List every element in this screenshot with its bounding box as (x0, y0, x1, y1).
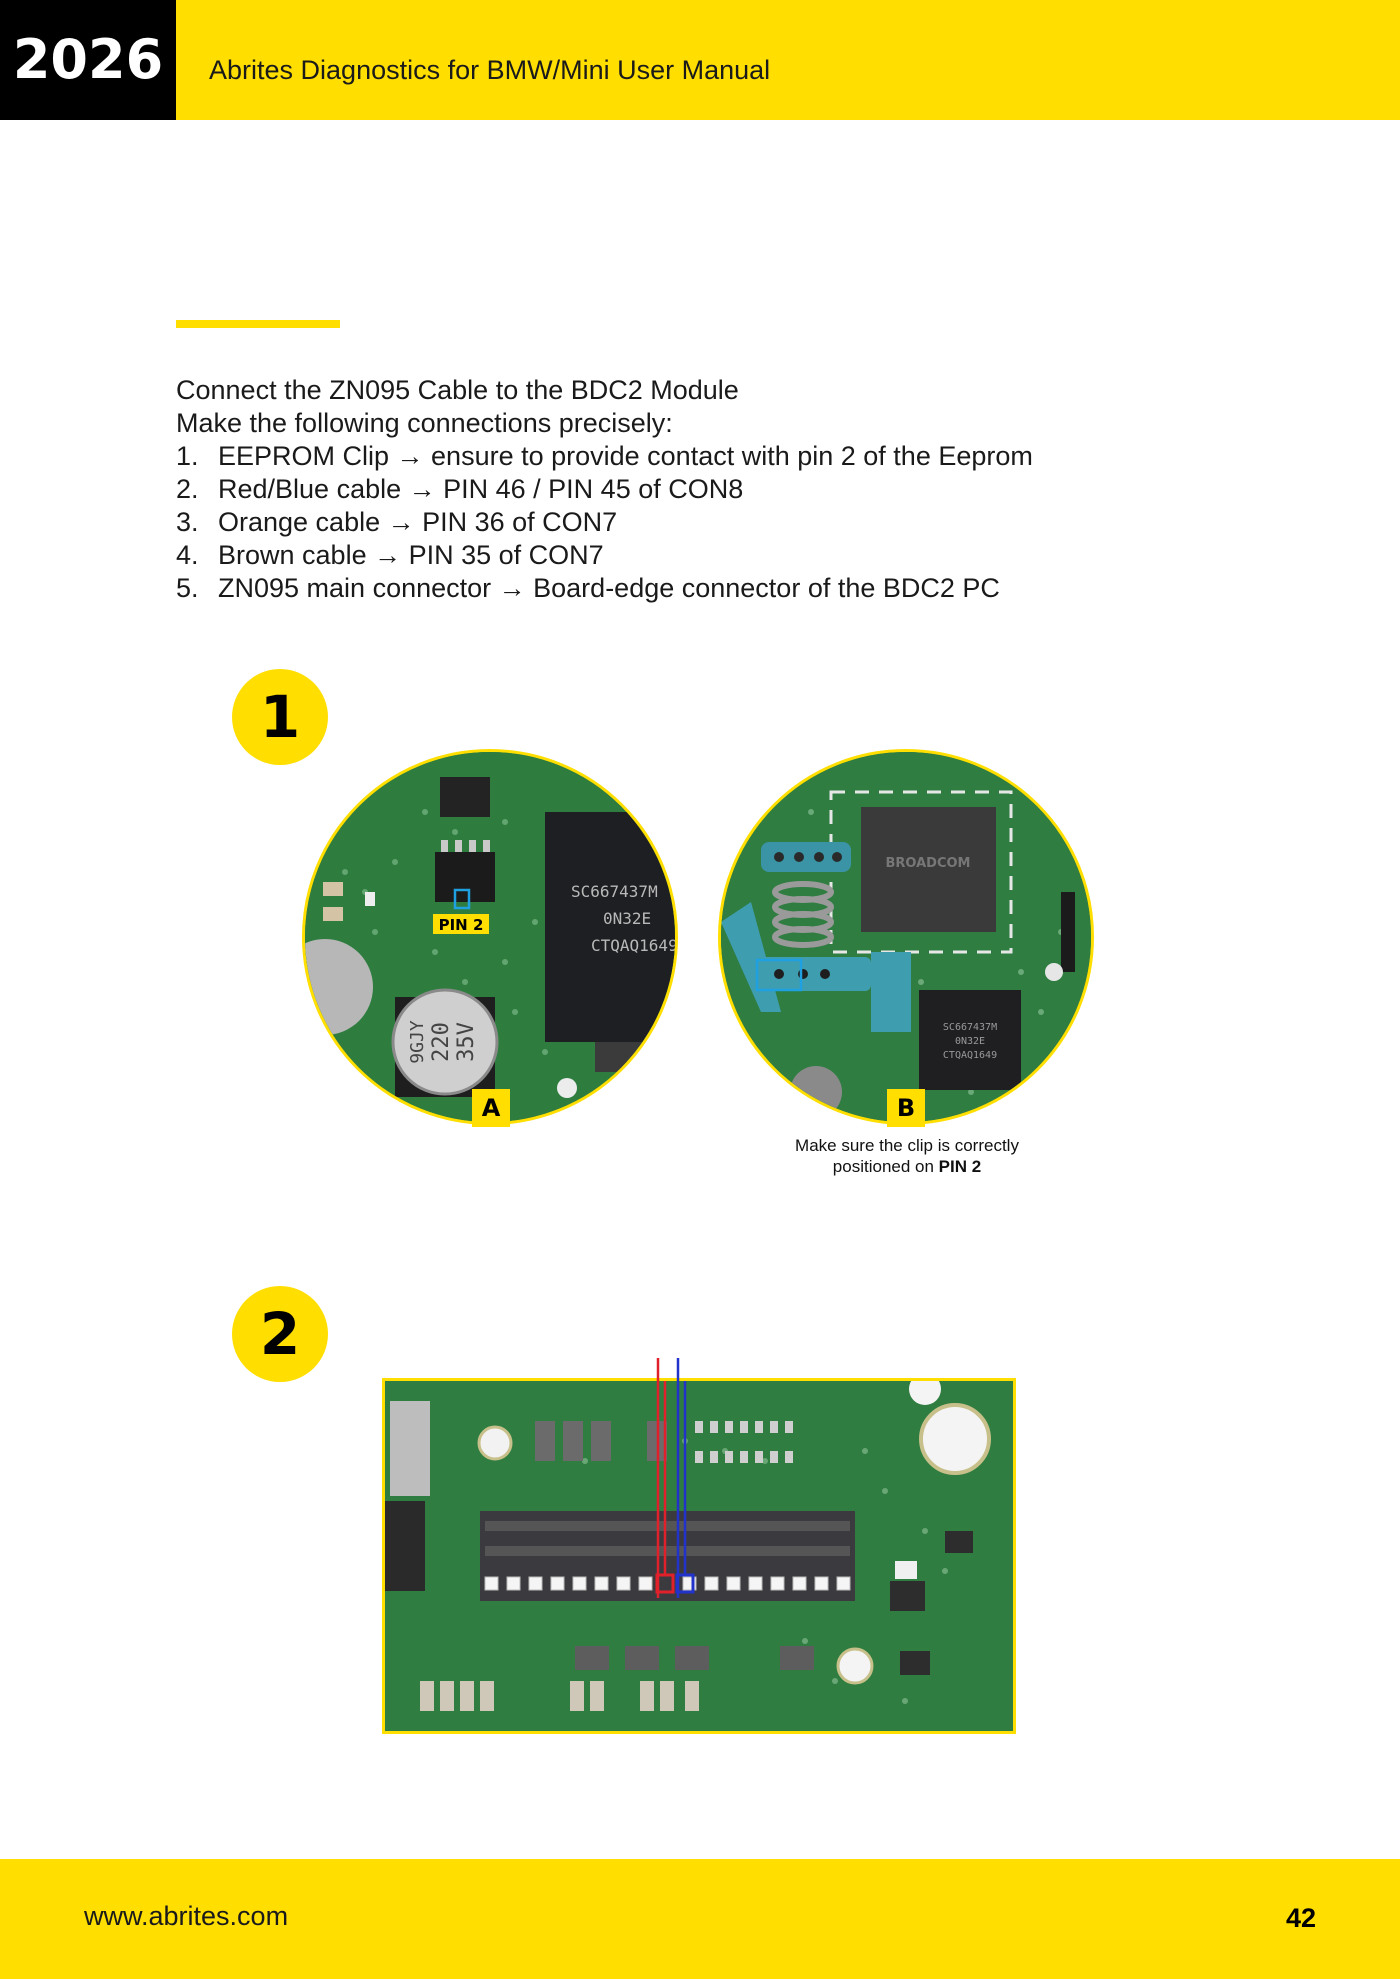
photo-tag-a: A (472, 1089, 510, 1127)
caption-pin2: PIN 2 (938, 1157, 982, 1176)
cap-line1: 9GJY (407, 1020, 428, 1064)
step-item: 4. Brown cable → PIN 35 of CON7 (176, 539, 1276, 572)
instruction-subheading: Make the following connections precisely… (176, 408, 673, 438)
caption-line1: Make sure the clip is correctly (795, 1136, 1019, 1155)
step-item: 1. EEPROM Clip → ensure to provide contac… (176, 440, 1276, 473)
step-badge-2: 2 (232, 1286, 328, 1382)
step-item: 5. ZN095 main connector → Board-edge conn… (176, 572, 1276, 605)
document-title: Abrites Diagnostics for BMW/Mini User Ma… (209, 55, 771, 85)
step-number: 5. (176, 573, 199, 603)
step-text: Red/Blue cable → PIN 46 / PIN 45 of CON8 (218, 474, 744, 504)
photo-a-eeprom-closeup: SC667437M 0N32E CTQAQ1649 PIN 2 9GJY 220… (302, 749, 678, 1125)
step-text: Brown cable → PIN 35 of CON7 (218, 540, 604, 570)
chip-a-line3: CTQAQ1649 (591, 936, 678, 955)
page-header: 2026 Abrites Diagnostics for BMW/Mini Us… (0, 0, 1400, 120)
step-number: 3. (176, 507, 199, 537)
cap-line2: 220 (429, 1022, 454, 1062)
footer-website-link[interactable]: www.abrites.com (84, 1901, 289, 1931)
chip-b-brand: BROADCOM (885, 856, 970, 871)
photo-b-clip-positioned: BROADCOM SC667437M 0N32E CTQAQ1649 (718, 749, 1094, 1125)
caption-line2: positioned on PIN 2 (752, 1156, 1062, 1177)
pin2-label: PIN 2 (439, 916, 484, 934)
step-text: EEPROM Clip → ensure to provide contact … (218, 441, 1033, 471)
chip-b-line1: SC667437M (943, 1022, 997, 1033)
caption-prefix: positioned on (832, 1157, 939, 1176)
red-blue-wire-markers (656, 1358, 680, 1598)
pcb-illustration-a: SC667437M 0N32E CTQAQ1649 PIN 2 9GJY 220… (305, 752, 678, 1122)
pcb-illustration-connector (385, 1381, 1013, 1731)
pcb-illustration-b: BROADCOM SC667437M 0N32E CTQAQ1649 (721, 752, 1091, 1122)
chip-b-line2: 0N32E (955, 1036, 985, 1047)
step-number: 4. (176, 540, 199, 570)
header-year: 2026 (0, 0, 176, 120)
step-number: 2. (176, 474, 199, 504)
instructions: Connect the ZN095 Cable to the BDC2 Modu… (176, 374, 1276, 605)
step-item: 2. Red/Blue cable → PIN 46 / PIN 45 of CO… (176, 473, 1276, 506)
chip-a-line1: SC667437M (571, 882, 658, 901)
photo-board-edge-connector (382, 1378, 1016, 1734)
step-text: Orange cable → PIN 36 of CON7 (218, 507, 618, 537)
cap-line3: 35V (454, 1022, 479, 1062)
section-accent-bar (176, 320, 340, 328)
step-item: 3. Orange cable → PIN 36 of CON7 (176, 506, 1276, 539)
page-number: 42 (1285, 1903, 1316, 1933)
photo-caption: Make sure the clip is correctly position… (752, 1135, 1062, 1177)
step-badge-1: 1 (232, 669, 328, 765)
step-text: ZN095 main connector → Board-edge connec… (218, 573, 1000, 603)
connection-steps: 1. EEPROM Clip → ensure to provide contac… (176, 440, 1276, 605)
chip-b-line3: CTQAQ1649 (943, 1050, 997, 1061)
step-number: 1. (176, 441, 199, 471)
page-footer: www.abrites.com 42 (0, 1859, 1400, 1979)
chip-a-line2: 0N32E (603, 909, 651, 928)
photo-tag-b: B (887, 1089, 925, 1127)
instruction-heading: Connect the ZN095 Cable to the BDC2 Modu… (176, 375, 739, 405)
